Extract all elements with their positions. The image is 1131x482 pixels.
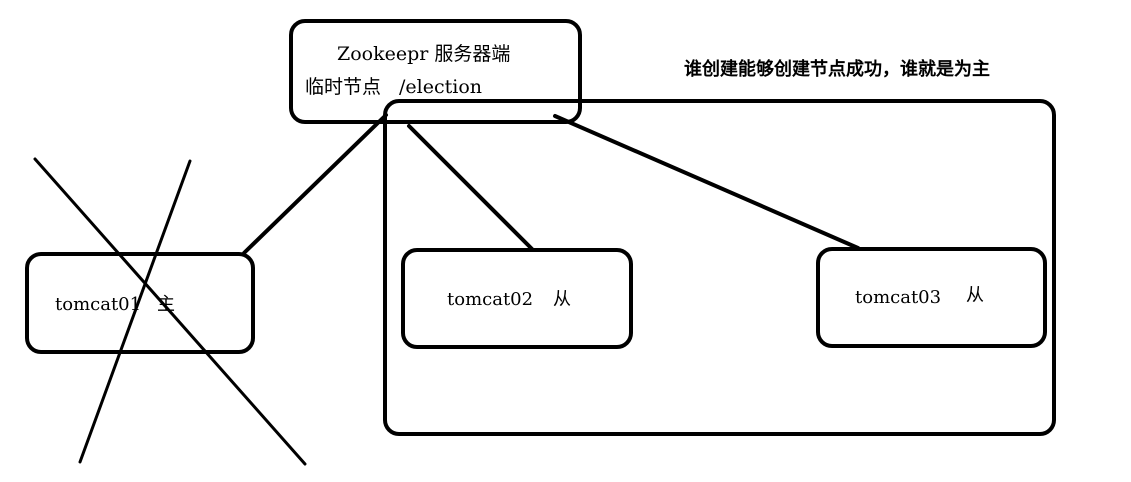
zookeeper-title: Zookeepr 服务器端 bbox=[337, 43, 510, 65]
edge-zookeeper-tomcat03 bbox=[553, 114, 860, 250]
node-tomcat03-role: 从 bbox=[966, 285, 984, 306]
node-tomcat02: tomcat02 从 bbox=[401, 248, 633, 349]
edge-zookeeper-tomcat02 bbox=[407, 124, 534, 251]
election-path-label: /election bbox=[399, 76, 482, 98]
node-tomcat02-box bbox=[401, 248, 633, 349]
crossed-out-mark bbox=[33, 157, 307, 466]
node-tomcat03: tomcat03 从 bbox=[816, 247, 1047, 348]
election-rule-note: 谁创建能够创建节点成功，谁就是为主 bbox=[684, 58, 990, 80]
node-tomcat02-name: tomcat02 bbox=[447, 289, 533, 310]
node-tomcat01-role: 主 bbox=[157, 294, 175, 315]
cross-line-a bbox=[33, 157, 307, 466]
node-tomcat01-name: tomcat01 bbox=[55, 294, 141, 315]
node-tomcat03-box bbox=[816, 247, 1047, 348]
ephemeral-node-label: 临时节点 bbox=[305, 76, 381, 98]
node-tomcat01-box bbox=[25, 252, 255, 354]
node-tomcat03-name: tomcat03 bbox=[855, 287, 941, 308]
node-tomcat02-role: 从 bbox=[553, 289, 571, 310]
follower-group-container bbox=[383, 99, 1056, 436]
zookeeper-server-box bbox=[289, 19, 582, 124]
node-tomcat01: tomcat01 主 bbox=[25, 252, 255, 354]
cross-line-b bbox=[78, 159, 192, 464]
edge-zookeeper-tomcat01 bbox=[242, 113, 388, 255]
